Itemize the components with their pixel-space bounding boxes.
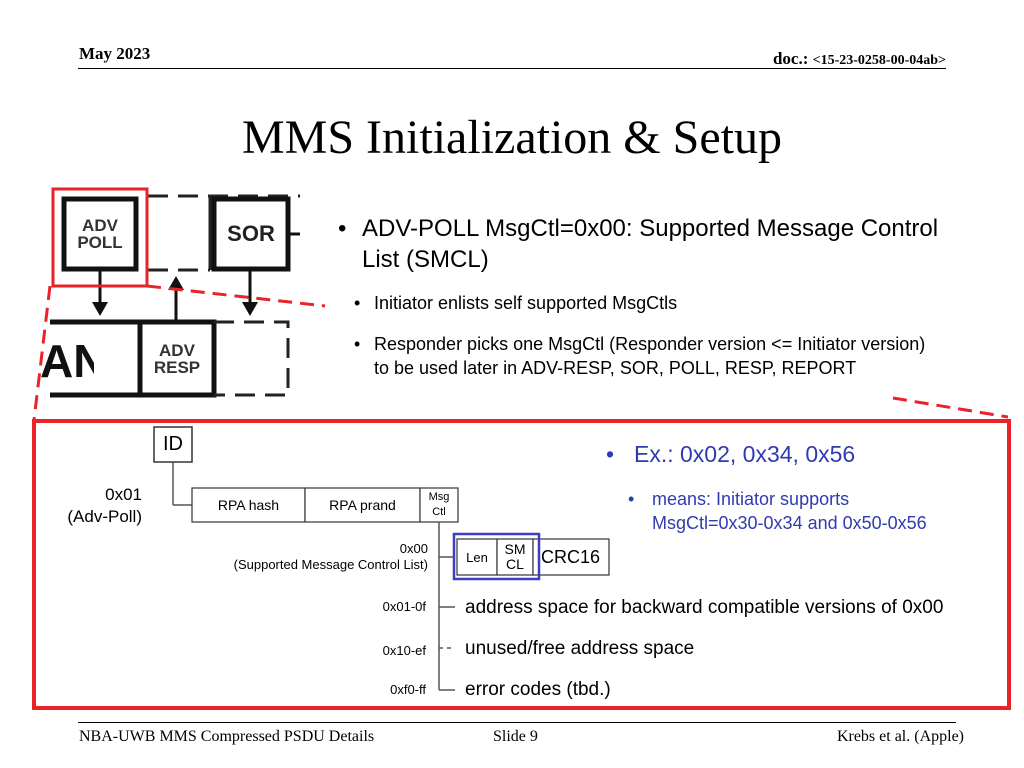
- msg-ctl-box: [419, 487, 459, 523]
- sor-box: [211, 196, 291, 272]
- id-label: ID: [163, 433, 183, 455]
- bullet-main: • ADV-POLL MsgCtl=0x00: Supported Messag…: [338, 213, 998, 275]
- bullet-main-line1: ADV-POLL MsgCtl=0x00: Supported Message …: [362, 215, 939, 242]
- range-code-3: 0xf0-ff: [390, 682, 426, 697]
- bullet-sub1: • Initiator enlists self supported MsgCt…: [354, 291, 1004, 315]
- footer-right: Krebs et al. (Apple): [836, 728, 964, 745]
- sor-label: SOR: [227, 221, 275, 246]
- adv-poll-box: [61, 196, 139, 272]
- range-code-1: 0x01-0f: [382, 599, 426, 614]
- bullet-main-line2: List (SMCL): [362, 246, 489, 273]
- crc16-label: CRC16: [541, 546, 601, 567]
- example-sub: • means: Initiator supports MsgCtl=0x30-…: [628, 489, 927, 533]
- down-arrow-1: [92, 302, 108, 316]
- range-code-2: 0x10-ef: [382, 643, 426, 658]
- up-arrow: [168, 276, 184, 290]
- range-desc-3: error codes (tbd.): [465, 679, 611, 700]
- bullet-sub2-line1: Responder picks one MsgCtl (Responder ve…: [374, 334, 926, 354]
- zoom-frame: [32, 419, 1011, 710]
- adv-resp-box: [137, 319, 217, 398]
- highlight-len-smcl: [452, 532, 541, 581]
- example-main: • Ex.: 0x02, 0x34, 0x56: [606, 441, 856, 467]
- partial-an-clip: AN: [34, 332, 94, 390]
- range-desc-1: address space for backward compatible ve…: [465, 597, 944, 618]
- header-rule: [78, 68, 946, 69]
- doc-prefix: doc.:: [772, 49, 813, 68]
- sub-value: 0x00 (Supported Message Control List): [233, 541, 428, 572]
- range-desc-2: unused/free address space: [465, 638, 695, 659]
- down-arrow-2: [242, 302, 258, 316]
- rpa-prand-label: RPA prand: [329, 497, 396, 513]
- example-sub-line2: MsgCtl=0x30-0x34 and 0x50-0x56: [652, 513, 927, 533]
- len-label: Len: [466, 549, 488, 565]
- slide-title: MMS Initialization & Setup: [242, 111, 782, 164]
- bullet-sub2: • Responder picks one MsgCtl (Responder …: [354, 332, 1014, 380]
- example-main-text: Ex.: 0x02, 0x34, 0x56: [634, 441, 856, 467]
- id-box: [153, 426, 193, 463]
- len-box: [456, 538, 498, 576]
- example-sub-line1: means: Initiator supports: [652, 489, 850, 509]
- footer-slide-number: Slide 9: [493, 728, 538, 745]
- bullet-sub1-text: Initiator enlists self supported MsgCtls: [374, 293, 678, 313]
- header-doc: doc.: <15-23-0258-00-04ab>: [773, 49, 946, 69]
- rpa-hash-label: RPA hash: [217, 497, 280, 513]
- bullet-sub2-line2: to be used later in ADV-RESP, SOR, POLL,…: [374, 358, 857, 378]
- header-date: May 2023: [79, 44, 151, 63]
- id-value: 0x01 (Adv-Poll): [67, 485, 142, 526]
- footer-left: NBA-UWB MMS Compressed PSDU Details: [79, 728, 375, 745]
- doc-number: <15-23-0258-00-04ab>: [812, 53, 946, 68]
- crc16-box: [532, 538, 610, 576]
- highlight-adv-poll: [51, 187, 149, 288]
- footer-rule: [78, 722, 956, 723]
- bullet-dot: •: [338, 215, 347, 242]
- partial-an-label: AN: [40, 335, 94, 387]
- smcl-box: [496, 538, 534, 576]
